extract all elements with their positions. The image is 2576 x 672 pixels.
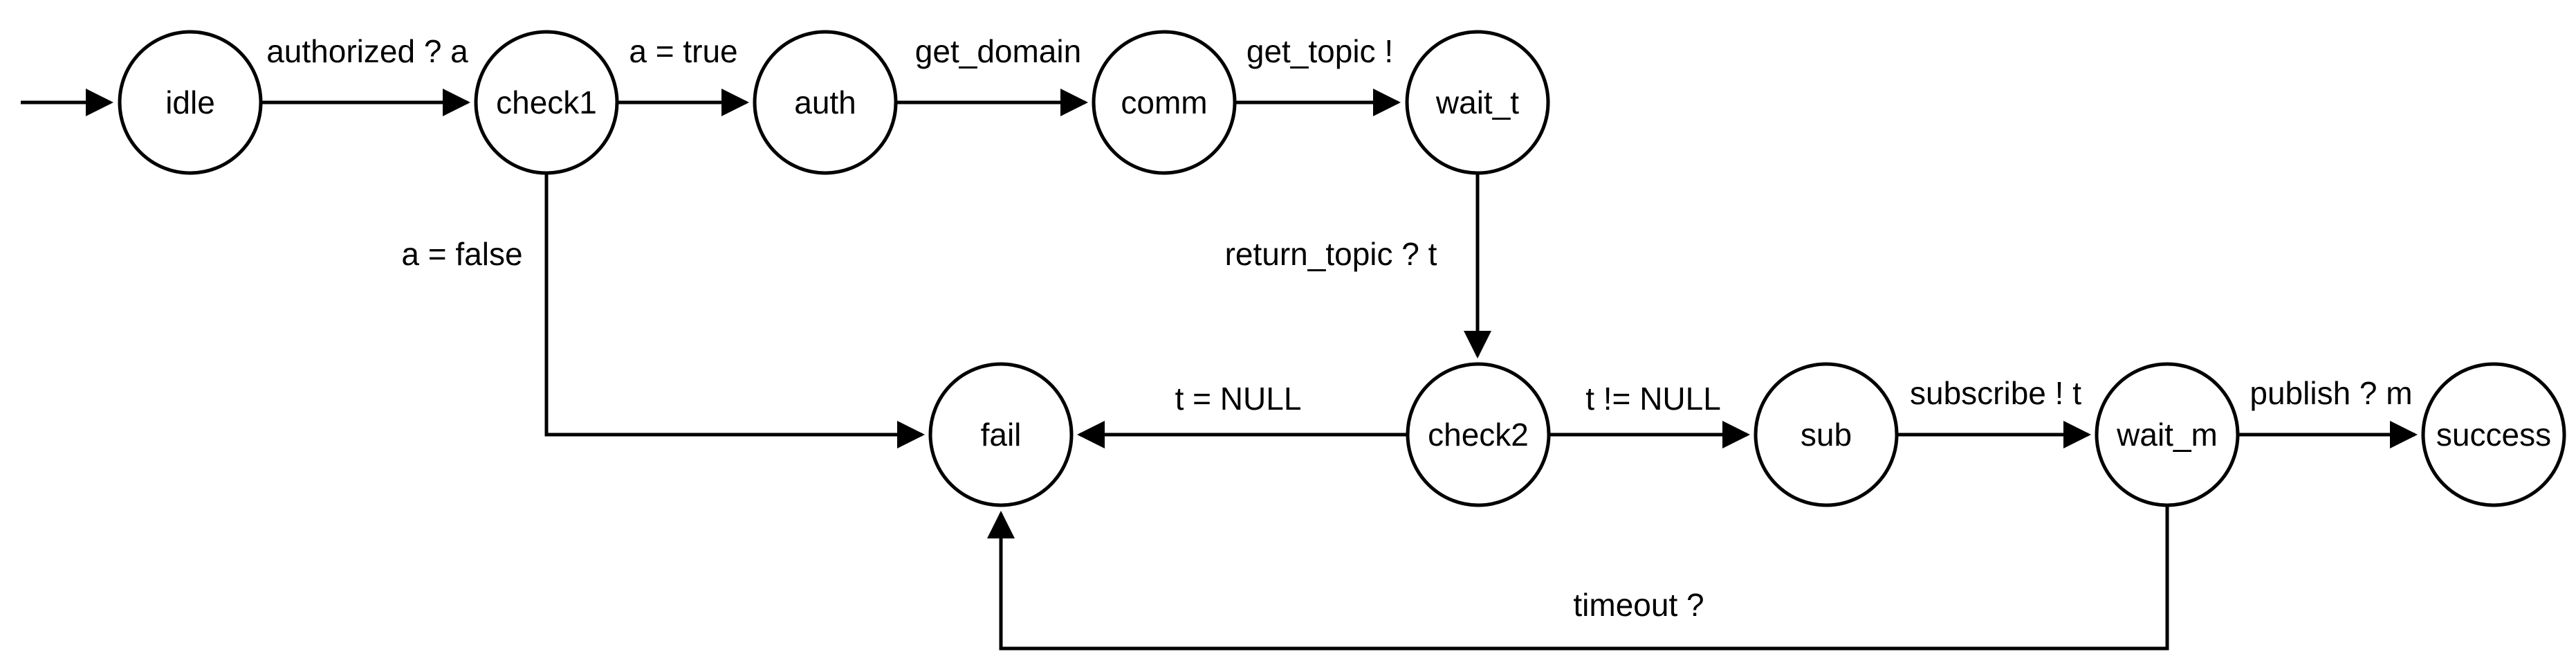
transition-idle-check1: authorized ? a <box>261 33 470 116</box>
state-auth-label: auth <box>794 84 856 120</box>
transition-check2-fail-label: t = NULL <box>1175 381 1302 417</box>
state-comm-label: comm <box>1121 84 1207 120</box>
transition-auth-comm-label: get_domain <box>915 33 1081 69</box>
state-wait_m: wait_m <box>2095 362 2240 507</box>
transition-check1-fail-label: a = false <box>401 236 522 272</box>
state-wait_m-label: wait_m <box>2116 417 2218 453</box>
state-check2-label: check2 <box>1428 417 1529 453</box>
state-wait_t-label: wait_t <box>1435 84 1519 120</box>
state-check2-circle <box>1406 362 1551 507</box>
state-comm-circle <box>1092 30 1237 175</box>
state-wait_t: wait_t <box>1405 30 1550 175</box>
state-sub-circle <box>1754 362 1899 507</box>
transition-idle-check1-label: authorized ? a <box>266 33 468 69</box>
state-check1-label: check1 <box>496 84 597 120</box>
state-success-circle <box>2421 362 2566 507</box>
transition-check1-auth: a = true <box>617 33 749 116</box>
state-sub: sub <box>1754 362 1899 507</box>
state-check2: check2 <box>1406 362 1551 507</box>
transition-check2-sub: t != NULL <box>1549 381 1750 448</box>
transition-wait_m-fail-arrow <box>987 505 2169 651</box>
state-sub-label: sub <box>1801 417 1852 453</box>
state-fail-label: fail <box>981 417 1022 453</box>
transition-sub-wait_m: subscribe ! t <box>1897 375 2091 448</box>
state-check1: check1 <box>474 30 619 175</box>
state-auth: auth <box>753 30 898 175</box>
state-idle-circle <box>118 30 263 175</box>
state-auth-circle <box>753 30 898 175</box>
transition-sub-wait_m-label: subscribe ! t <box>1910 375 2081 411</box>
state-check1-circle <box>474 30 619 175</box>
transition-wait_m-fail: timeout ? <box>987 505 2169 651</box>
transition-wait_m-fail-label: timeout ? <box>1573 587 1704 623</box>
transition-check2-sub-label: t != NULL <box>1585 381 1721 417</box>
transition-check2-fail: t = NULL <box>1077 381 1408 448</box>
state-fail: fail <box>928 362 1074 507</box>
state-idle: idle <box>118 30 263 175</box>
state-success: success <box>2421 362 2566 507</box>
state-fail-circle <box>928 362 1074 507</box>
state-wait_t-circle <box>1405 30 1550 175</box>
transition-comm-wait_t: get_topic ! <box>1235 33 1401 116</box>
transition-check1-auth-label: a = true <box>629 33 737 69</box>
state-wait_m-circle <box>2095 362 2240 507</box>
transition-check1-fail-arrow <box>544 173 925 448</box>
transition-comm-wait_t-label: get_topic ! <box>1246 33 1393 69</box>
transition-wait_m-success: publish ? m <box>2238 375 2418 448</box>
transition-wait_t-check2: return_topic ? t <box>1225 173 1491 358</box>
transition-auth-comm: get_domain <box>896 33 1088 116</box>
state-comm: comm <box>1092 30 1237 175</box>
transition-check1-fail: a = false <box>401 173 925 448</box>
state-success-label: success <box>2436 417 2551 453</box>
state-idle-label: idle <box>165 84 215 120</box>
transition-wait_t-check2-label: return_topic ? t <box>1225 236 1437 272</box>
transition-wait_m-success-label: publish ? m <box>2250 375 2412 411</box>
